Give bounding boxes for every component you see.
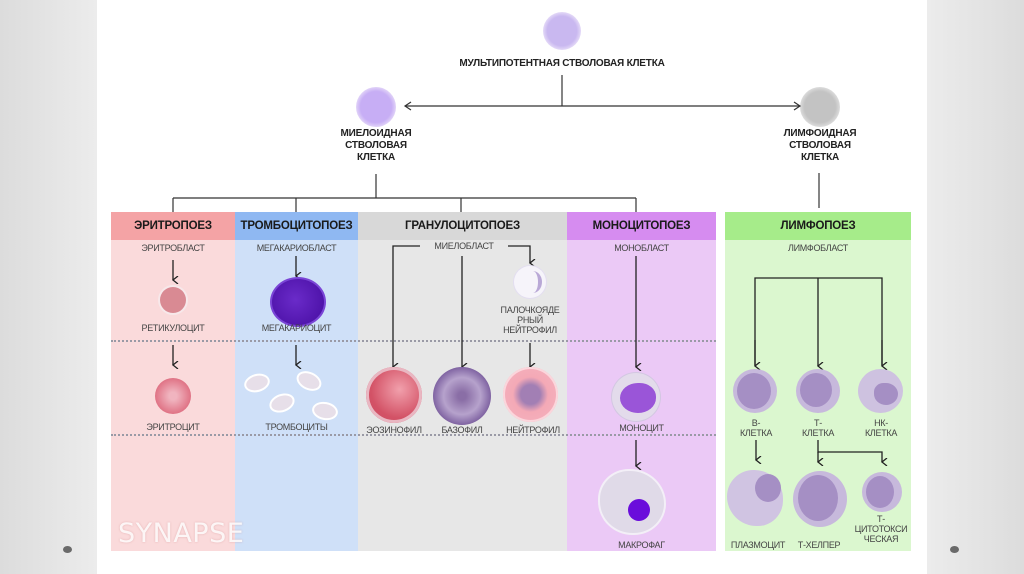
t-cytotoxic-nucleus <box>866 476 894 508</box>
header-erythropoiesis: ЭРИТРОПОЕЗ <box>111 212 235 240</box>
label-line: КЛЕТКА <box>739 428 773 438</box>
label-line: КЛЕТКА <box>801 428 835 438</box>
basophil-cell <box>433 367 491 425</box>
b-cell <box>733 369 777 413</box>
macrophage-cell <box>600 471 664 533</box>
arrow-to-t-cytotoxic <box>817 440 882 462</box>
monocyte-cell <box>612 373 660 421</box>
megakaryoblast-label: МЕГАКАРИОБЛАСТ <box>256 243 337 253</box>
myeloid-stem-cell-label: МИЕЛОИДНАЯ СТВОЛОВАЯ КЛЕТКА <box>316 128 436 164</box>
arrow-left-icon <box>403 101 412 111</box>
neutrophil-cell <box>503 367 558 422</box>
label-line: ЦИТОТОКСИ <box>854 524 908 534</box>
plasmocyte-nucleus <box>755 474 781 502</box>
label-line: ПАЛОЧКОЯДЕ <box>500 305 560 315</box>
erythrocyte-label: ЭРИТРОЦИТ <box>146 422 200 432</box>
macrophage-nucleus <box>628 499 650 521</box>
macrophage-label: МАКРОФАГ <box>618 540 665 550</box>
label-line: РНЫЙ <box>517 315 543 325</box>
header-thrombopoiesis: ТРОМБОЦИТОПОЕЗ <box>235 212 358 240</box>
label-line: МИЕЛОИДНАЯ <box>340 128 412 139</box>
reticulocyte-cell <box>160 287 186 313</box>
label-line: КЛЕТКА <box>356 152 396 163</box>
label-line: Т- <box>814 418 822 428</box>
arrow-to-band-neutrophil <box>508 245 530 263</box>
label-line: КЛЕТКА <box>864 428 898 438</box>
eosinophil-label: ЭОЗИНОФИЛ <box>366 425 422 435</box>
reticulocyte-label: РЕТИКУЛОЦИТ <box>141 323 205 333</box>
t-cell-label: Т- КЛЕТКА <box>787 418 849 438</box>
t-cytotoxic-cell <box>862 472 902 512</box>
t-helper-cell <box>793 471 847 527</box>
lymphoid-stem-cell-label: ЛИМФОИДНАЯ СТВОЛОВАЯ КЛЕТКА <box>760 128 880 164</box>
plasmocyte-label: ПЛАЗМОЦИТ <box>730 540 786 550</box>
presentation-background-right <box>927 0 1024 574</box>
b-cell-label: В- КЛЕТКА <box>725 418 787 438</box>
label-line: НЕЙТРОФИЛ <box>503 325 557 335</box>
erythroblast-label: ЭРИТРОБЛАСТ <box>141 243 205 253</box>
stage-divider <box>111 434 716 436</box>
lymphoblast-label: ЛИМФОБЛАСТ <box>788 243 848 253</box>
monocyte-nucleus <box>620 383 656 413</box>
b-cell-nucleus <box>737 373 771 409</box>
label-line: В- <box>751 418 761 428</box>
monocyte-label: МОНОЦИТ <box>619 423 664 433</box>
multipotent-stem-cell <box>543 12 581 50</box>
megakaryocyte-cell <box>270 277 326 327</box>
myeloblast-label: МИЕЛОБЛАСТ <box>434 241 494 251</box>
plasmocyte-cell <box>727 470 783 526</box>
band-neutrophil-label: ПАЛОЧКОЯДЕ РНЫЙ НЕЙТРОФИЛ <box>490 305 570 335</box>
myeloid-stem-cell <box>356 87 396 127</box>
header-monopoiesis: МОНОЦИТОПОЕЗ <box>567 212 716 240</box>
t-helper-nucleus <box>798 475 838 521</box>
band-nucleus <box>524 271 542 293</box>
lymphoid-stem-cell <box>800 87 840 127</box>
arrow-right-icon <box>793 101 802 111</box>
multipotent-stem-cell-label: МУЛЬТИПОТЕНТНАЯ СТВОЛОВАЯ КЛЕТКА <box>459 58 665 69</box>
t-cell-nucleus <box>800 373 832 407</box>
label-line: КЛЕТКА <box>800 152 840 163</box>
synapse-watermark: SYNAPSE <box>118 518 245 549</box>
label-line: ЛИМФОИДНАЯ <box>783 128 857 139</box>
t-cytotoxic-label: Т- ЦИТОТОКСИ ЧЕСКАЯ <box>848 514 914 544</box>
erythrocyte-cell <box>155 378 191 414</box>
eosinophil-cell <box>366 367 422 423</box>
nk-cell-nucleus <box>874 383 898 405</box>
header-granulopoiesis: ГРАНУЛОЦИТОПОЕЗ <box>358 212 567 240</box>
label-line: НК- <box>874 418 888 428</box>
label-line: Т- <box>877 514 885 524</box>
arrow-to-eosinophil <box>393 245 420 367</box>
neutrophil-label: НЕЙТРОФИЛ <box>506 425 560 435</box>
stage-divider <box>111 340 716 342</box>
next-slide-dot[interactable] <box>950 546 959 553</box>
basophil-label: БАЗОФИЛ <box>441 425 483 435</box>
presentation-background-left <box>0 0 97 574</box>
label-line: СТВОЛОВАЯ <box>345 140 407 151</box>
platelets-label: ТРОМБОЦИТЫ <box>265 422 328 432</box>
prev-slide-dot[interactable] <box>63 546 72 553</box>
megakaryocyte-label: МЕГАКАРИОЦИТ <box>261 323 332 333</box>
header-lymphopoiesis: ЛИМФОПОЕЗ <box>725 212 911 240</box>
band-neutrophil-cell <box>514 266 546 298</box>
nk-cell-label: НК- КЛЕТКА <box>850 418 912 438</box>
nk-cell <box>858 369 903 413</box>
label-line: СТВОЛОВАЯ <box>789 140 851 151</box>
label-line: ЧЕСКАЯ <box>863 534 899 544</box>
t-helper-label: Т-ХЕЛПЕР <box>797 540 841 550</box>
monoblast-label: МОНОБЛАСТ <box>614 243 669 253</box>
t-cell <box>796 369 840 413</box>
